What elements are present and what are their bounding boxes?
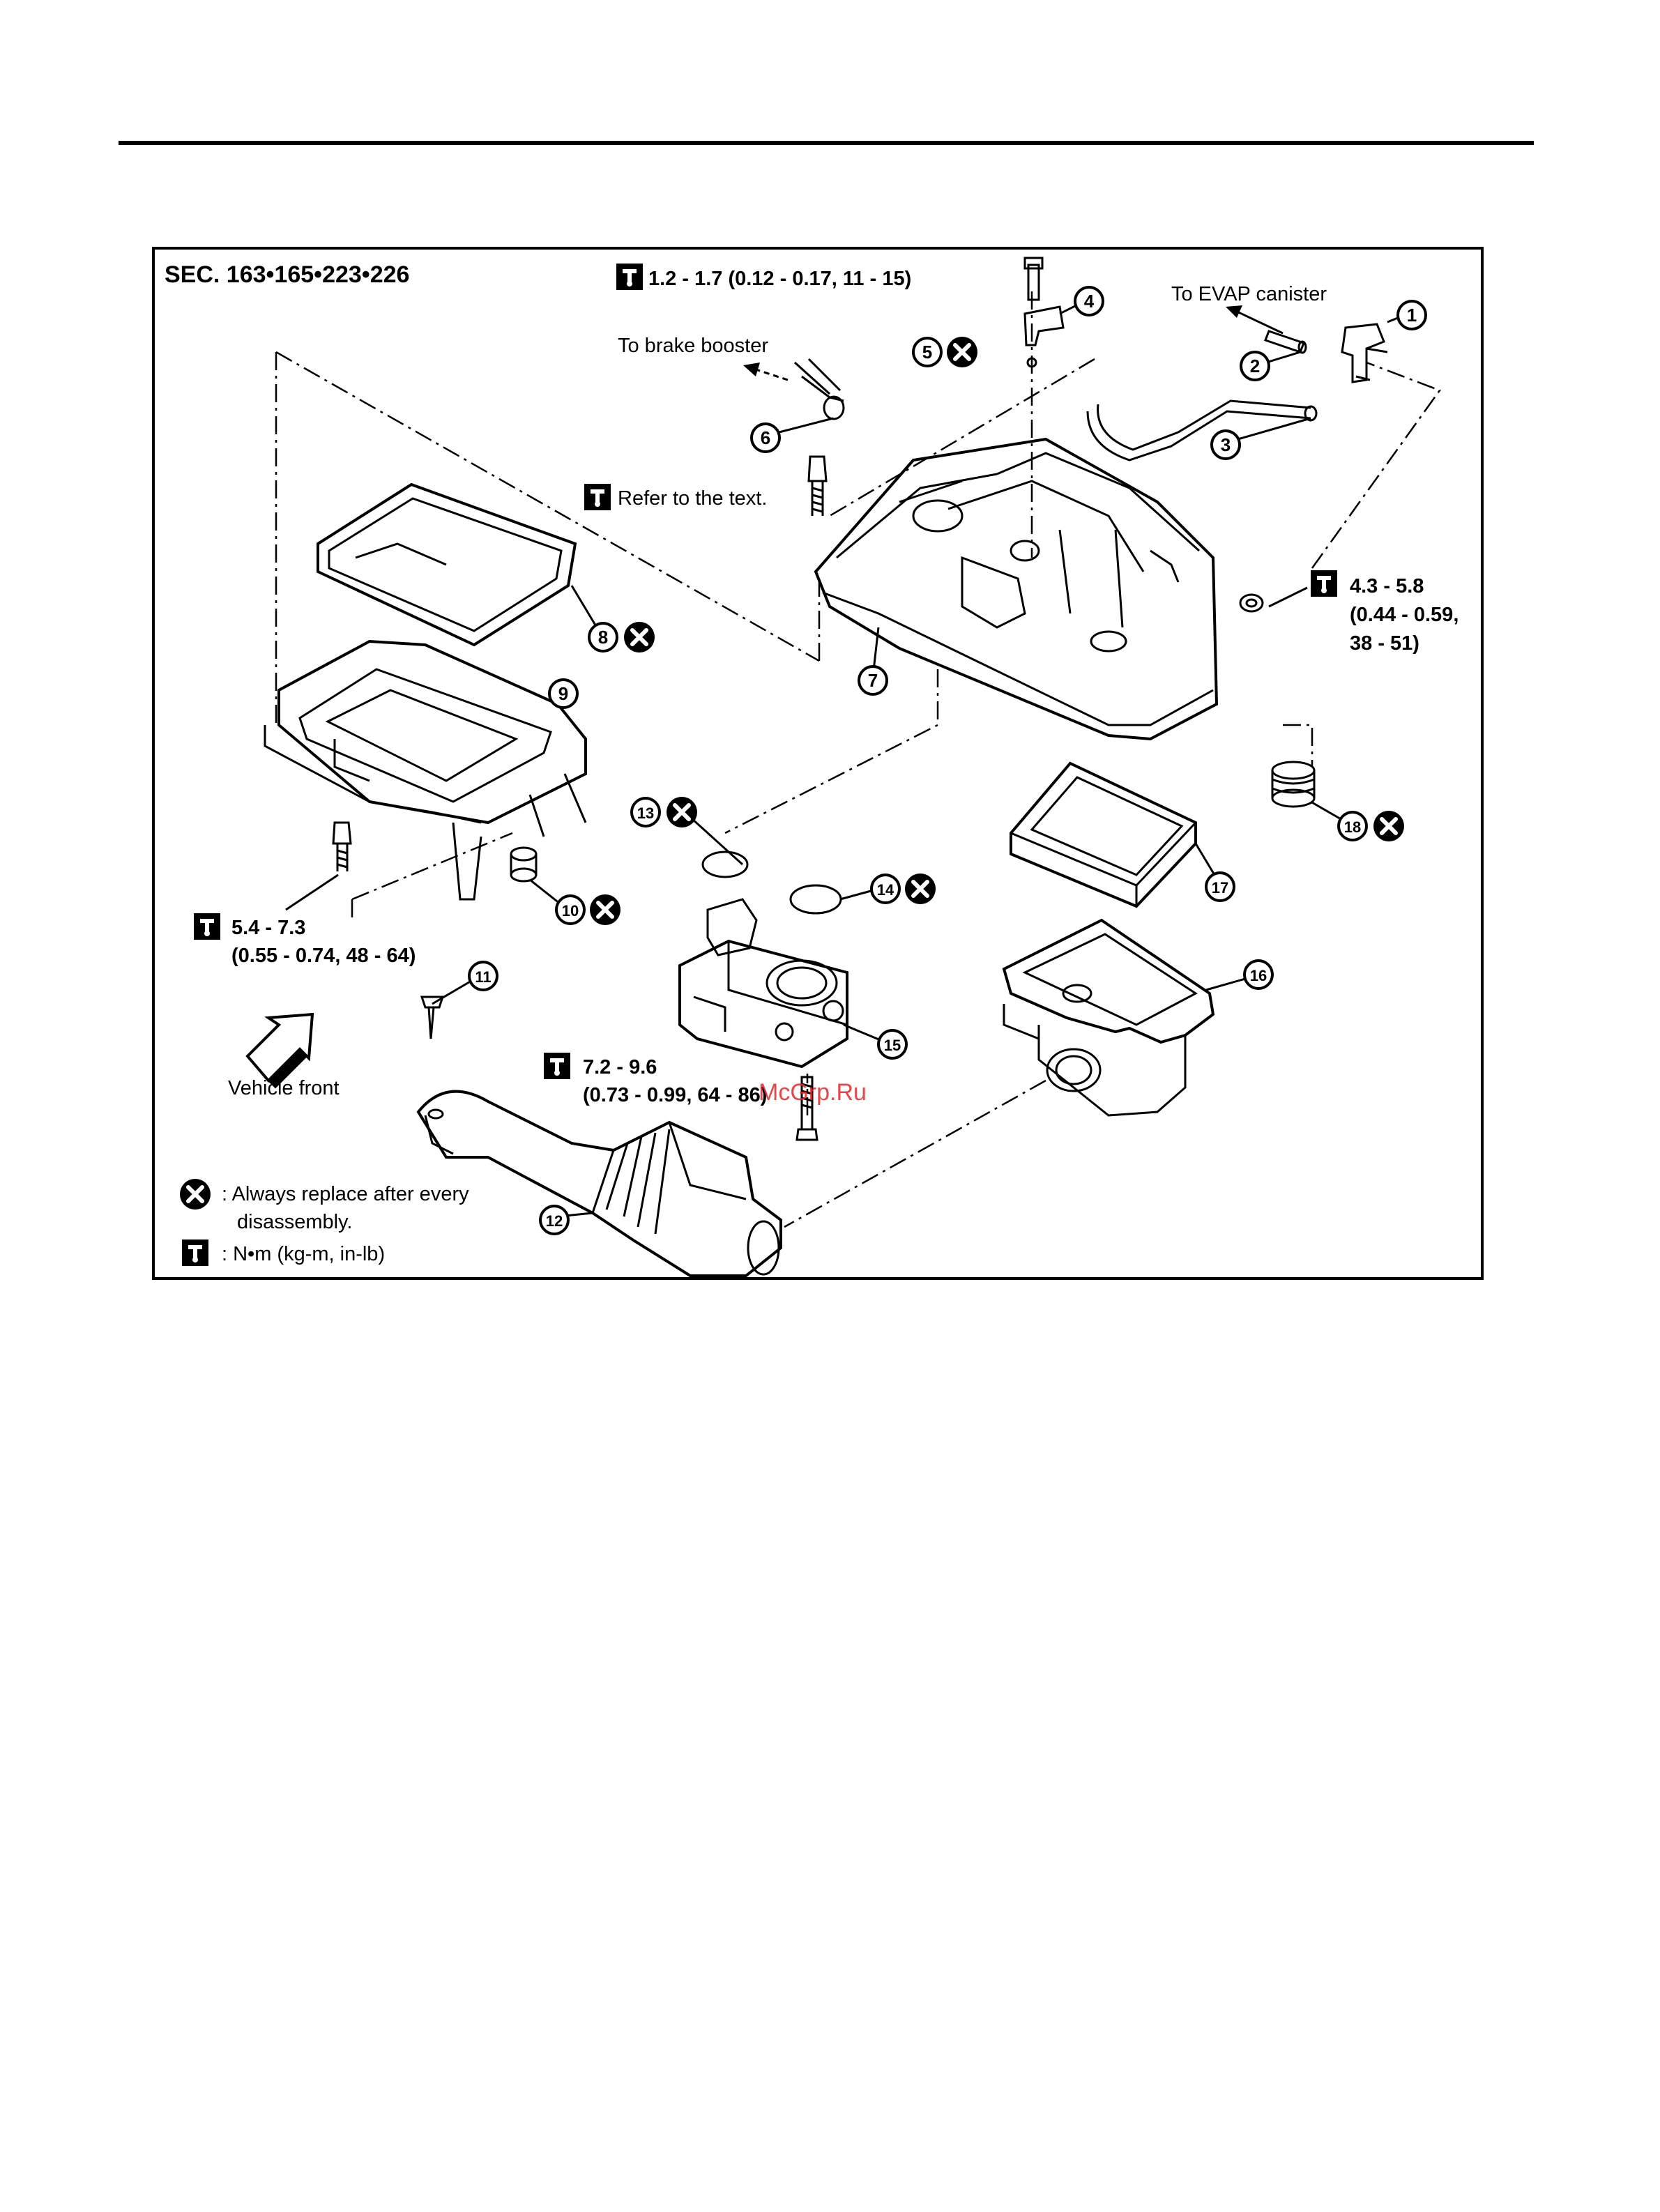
arrow-icon — [743, 363, 760, 376]
torque-wrench-icon — [616, 264, 643, 290]
evap-label: To EVAP canister — [1171, 283, 1327, 305]
torque-spec-3-line2: (0.44 - 0.59, — [1350, 604, 1459, 626]
callout-1: 1 — [1407, 305, 1417, 326]
callout-11: 11 — [475, 968, 491, 986]
torque-spec-4-line2: (0.55 - 0.74, 48 - 64) — [231, 945, 416, 967]
legend-replace-line2: disassembly. — [237, 1211, 352, 1233]
torque-spec-5-line2: (0.73 - 0.99, 64 - 86) — [583, 1084, 767, 1106]
arrow-icon — [1226, 305, 1242, 318]
callout-5: 5 — [922, 342, 932, 363]
vehicle-front-label: Vehicle front — [228, 1077, 340, 1099]
callout-10: 10 — [562, 902, 579, 920]
legend-unit: : N•m (kg-m, in-lb) — [222, 1243, 385, 1265]
section-title: SEC. 163•165•223•226 — [165, 261, 409, 288]
evap-arrow — [1233, 309, 1284, 335]
legend-replace-line1: : Always replace after every — [222, 1183, 469, 1205]
callout-12: 12 — [546, 1212, 563, 1230]
callout-17: 17 — [1212, 879, 1228, 897]
torque-spec-2: Refer to the text. — [618, 487, 767, 510]
brake-booster-label: To brake booster — [618, 335, 768, 357]
callout-13: 13 — [637, 804, 654, 822]
torque-spec-3-line1: 4.3 - 5.8 — [1350, 575, 1424, 597]
callout-15: 15 — [884, 1037, 901, 1054]
callout-7: 7 — [868, 670, 878, 691]
alignment-lines — [275, 291, 1441, 1228]
callout-4: 4 — [1084, 291, 1095, 312]
replace-x-icon — [180, 1179, 211, 1210]
callout-2: 2 — [1250, 356, 1260, 376]
callout-9: 9 — [558, 683, 568, 704]
replace-x-icon — [667, 797, 697, 827]
torque-spec-3-line3: 38 - 51) — [1350, 632, 1419, 655]
callout-8: 8 — [598, 627, 608, 648]
top-rule — [119, 141, 1534, 145]
torque-spec-5-line1: 7.2 - 9.6 — [583, 1056, 657, 1078]
watermark: McGrp.Ru — [759, 1079, 867, 1106]
part-drawings — [264, 257, 1441, 1277]
callouts: 1 2 3 4 5 6 7 8 9 10 11 12 13 14 15 16 1… — [468, 286, 1427, 1235]
callout-16: 16 — [1250, 967, 1267, 984]
replace-x-icon — [1373, 811, 1404, 841]
replace-x-icon — [905, 874, 936, 904]
callout-6: 6 — [761, 427, 770, 448]
replace-x-icon — [624, 622, 655, 653]
torque-wrench-icon — [182, 1240, 208, 1266]
torque-wrench-icon — [544, 1053, 570, 1079]
torque-spec-1: 1.2 - 1.7 (0.12 - 0.17, 11 - 15) — [648, 268, 911, 290]
torque-wrench-icon — [1311, 570, 1337, 597]
torque-wrench-icon — [584, 484, 611, 510]
replace-x-icon — [947, 337, 977, 367]
diagram-frame — [152, 247, 1484, 1280]
callout-14: 14 — [877, 881, 894, 899]
torque-spec-4-line1: 5.4 - 7.3 — [231, 917, 305, 939]
callout-3: 3 — [1221, 434, 1231, 455]
torque-wrench-icon — [194, 913, 220, 940]
callout-18: 18 — [1344, 818, 1361, 836]
replace-x-icon — [590, 894, 620, 925]
